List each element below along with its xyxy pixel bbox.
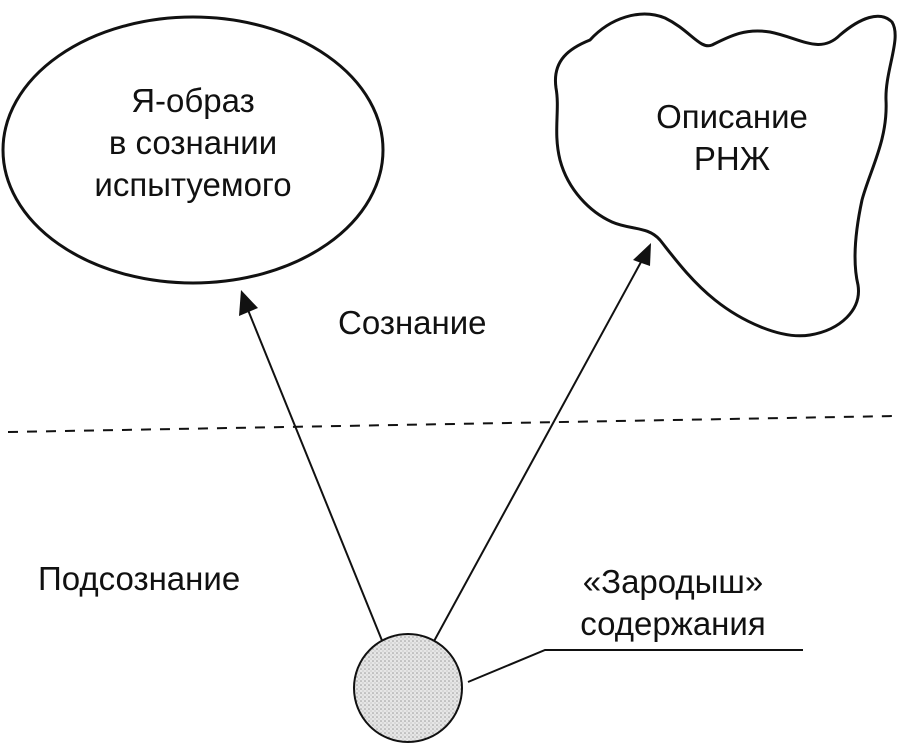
self-image-ellipse <box>1 15 385 285</box>
self-image-label: Я-образ в сознании испытуемого <box>94 82 292 203</box>
content-seed-label: «Зародыш» содержания <box>580 563 766 642</box>
conscious-zone-label: Сознание <box>338 304 487 341</box>
arrowhead-description-icon <box>633 243 651 266</box>
arrow-to-description <box>432 261 642 644</box>
conscious-boundary-line <box>7 415 896 433</box>
subconscious-zone-label: Подсознание <box>38 560 241 597</box>
seed-leader-line <box>467 649 803 683</box>
arrow-to-self-image <box>247 309 384 644</box>
content-seed-circle <box>353 633 463 743</box>
arrowhead-self-image-icon <box>239 290 258 316</box>
description-label: Описание РНЖ <box>656 98 808 177</box>
description-cloud <box>553 12 897 338</box>
